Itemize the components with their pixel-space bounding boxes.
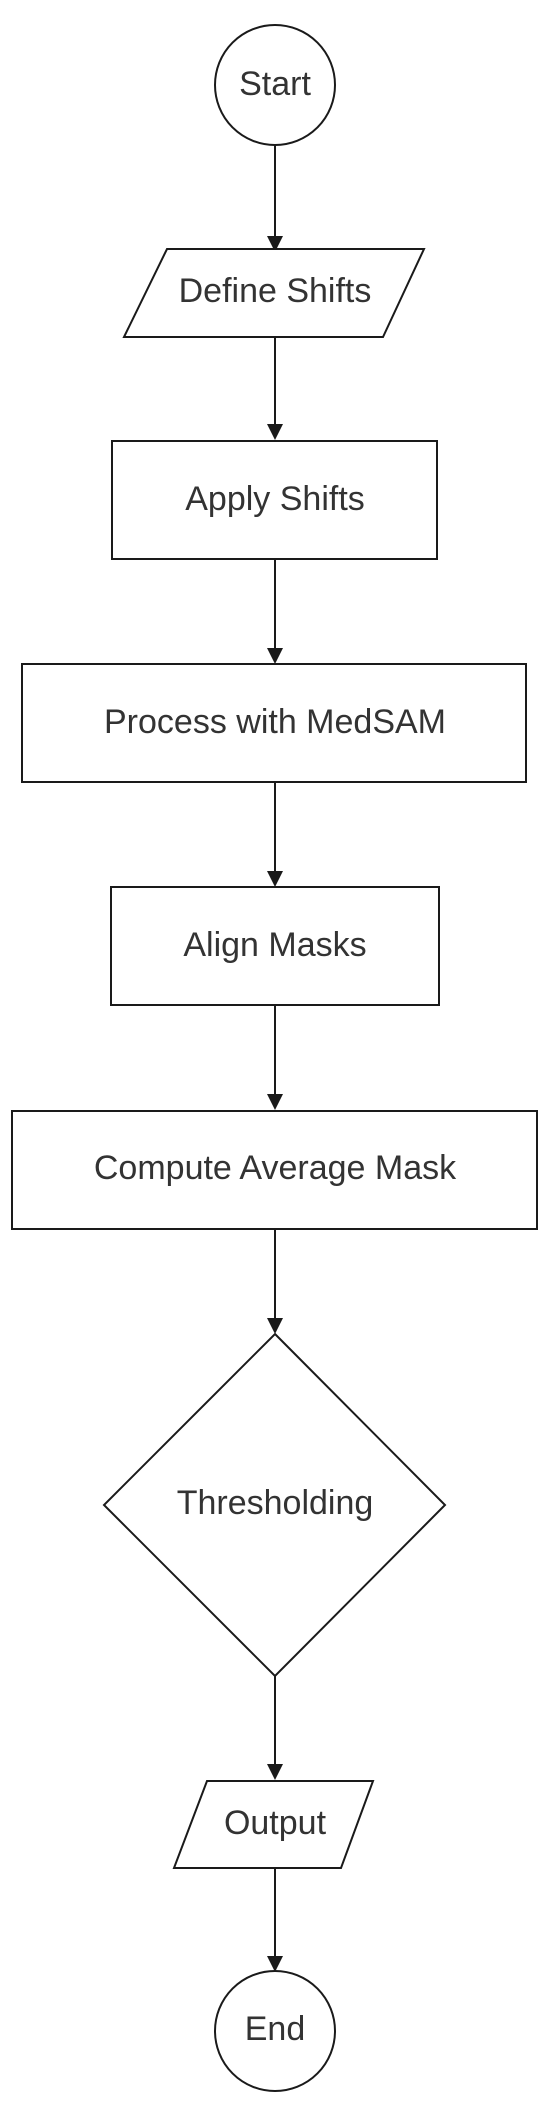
start-circle	[214, 24, 336, 146]
node-define-shifts: Define Shifts	[122, 248, 426, 338]
thresholding-diamond	[102, 1332, 447, 1678]
edge-thresholding-to-output	[267, 1676, 283, 1780]
output-label: Output	[224, 1804, 327, 1842]
apply-shifts-box	[111, 440, 438, 560]
define-shifts-parallelogram	[122, 248, 426, 338]
edge-output-to-end	[267, 1868, 283, 1972]
apply-shifts-label: Apply Shifts	[185, 480, 365, 518]
node-process-medsam: Process with MedSAM	[21, 663, 527, 783]
end-circle	[214, 1970, 336, 2092]
node-output: Output	[172, 1780, 375, 1869]
compute-average-box	[11, 1110, 538, 1230]
edge-compute-average-to-thresholding	[267, 1229, 283, 1334]
define-shifts-label: Define Shifts	[179, 272, 372, 310]
process-medsam-box	[21, 663, 527, 783]
edge-define-shifts-to-apply-shifts	[267, 337, 283, 440]
edge-align-masks-to-compute-average	[267, 1005, 283, 1110]
output-parallelogram	[172, 1780, 375, 1869]
node-compute-average: Compute Average Mask	[11, 1110, 538, 1230]
node-apply-shifts: Apply Shifts	[111, 440, 438, 560]
edge-start-to-define-shifts	[267, 145, 283, 252]
edge-process-medsam-to-align-masks	[267, 782, 283, 887]
thresholding-label: Thresholding	[177, 1484, 374, 1522]
end-label: End	[245, 2010, 306, 2048]
compute-average-label: Compute Average Mask	[94, 1149, 457, 1187]
edge-apply-shifts-to-process-medsam	[267, 559, 283, 664]
node-start: Start	[214, 24, 336, 146]
node-align-masks: Align Masks	[110, 886, 440, 1006]
node-end: End	[214, 1970, 336, 2092]
align-masks-box	[110, 886, 440, 1006]
process-medsam-label: Process with MedSAM	[104, 703, 446, 741]
start-label: Start	[239, 65, 311, 103]
edges	[267, 145, 283, 1972]
align-masks-label: Align Masks	[183, 926, 366, 964]
node-thresholding: Thresholding	[102, 1332, 447, 1678]
